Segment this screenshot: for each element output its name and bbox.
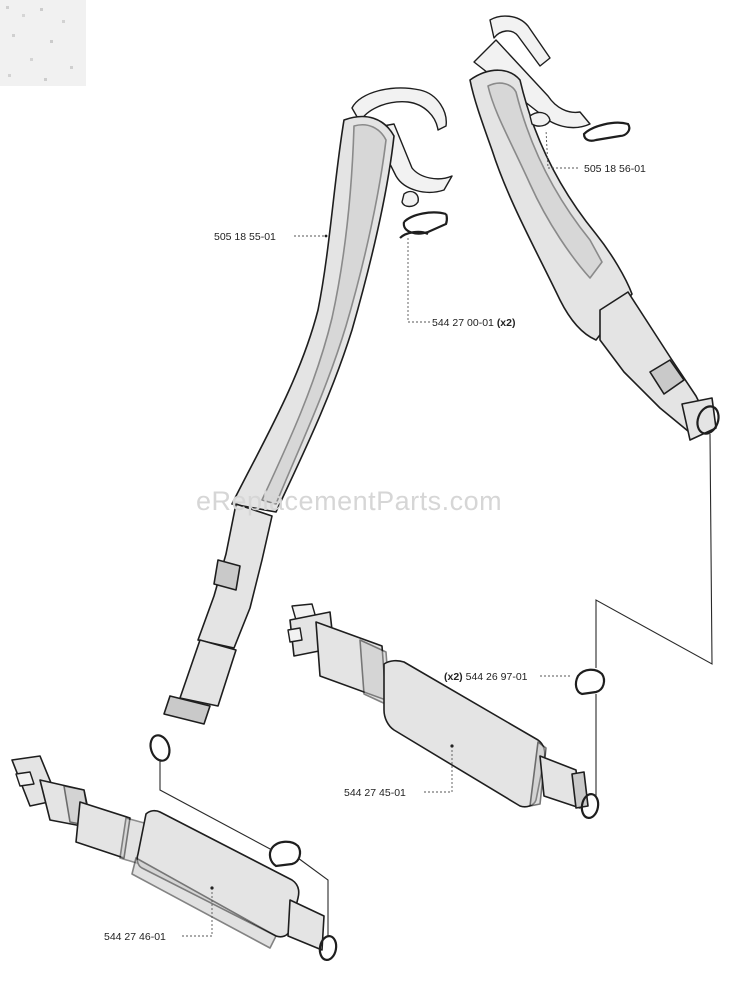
label-connector-ring-qty: (x2)	[444, 671, 463, 683]
label-right-shoulder-strap: 505 18 56-01	[584, 163, 646, 175]
label-right-hip-belt: 544 27 45-01	[344, 787, 406, 799]
strap-clip	[399, 211, 448, 239]
right-hip-belt	[287, 603, 589, 809]
right-shoulder-strap	[469, 15, 717, 441]
label-strap-clip-part: 544 27 00-01	[432, 317, 494, 329]
leader-lines	[182, 129, 578, 937]
label-connector-ring-part: 544 26 97-01	[466, 671, 528, 683]
connection-lines	[159, 433, 713, 936]
label-left-hip-belt: 544 27 46-01	[104, 931, 166, 943]
right-strap-clip	[582, 121, 631, 142]
right-belt-d-ring	[580, 793, 600, 819]
left-shoulder-strap	[163, 87, 453, 725]
corner-speckle	[0, 0, 86, 86]
leader-dot	[324, 234, 328, 238]
leader-dot	[450, 744, 454, 748]
watermark-text: eReplacementParts.com	[196, 486, 502, 516]
left-belt-d-ring	[318, 935, 338, 961]
label-connector-ring: (x2) 544 26 97-01	[444, 671, 528, 683]
label-strap-clip-qty: (x2)	[497, 317, 516, 329]
left-hip-belt	[11, 755, 325, 951]
left-strap-d-ring	[149, 734, 171, 762]
right-strap-d-ring	[696, 405, 720, 435]
leader-dot	[210, 886, 214, 890]
connector-ring-left	[268, 840, 302, 868]
label-left-shoulder-strap: 505 18 55-01	[214, 231, 276, 243]
label-strap-clip: 544 27 00-01 (x2)	[432, 317, 516, 329]
connector-ring-right	[574, 668, 606, 696]
